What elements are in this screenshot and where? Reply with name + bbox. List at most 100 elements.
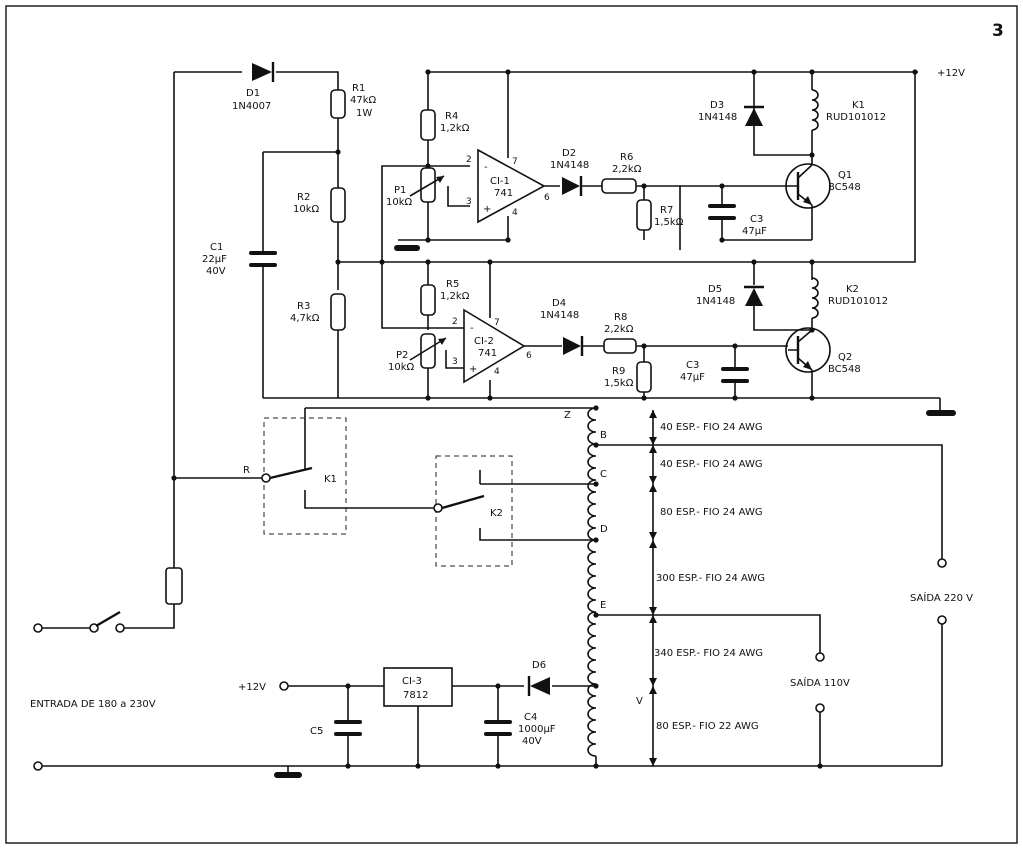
resistor-r8: R8 2,2kΩ [603, 312, 637, 354]
q1-ref: Q1 [838, 170, 852, 181]
r1-power: 1W [356, 108, 372, 119]
capacitor-c3-lower: C3 47µF [680, 360, 749, 383]
ci1-pin-4: 4 [512, 208, 518, 218]
regulator-input-label: +12V [238, 682, 266, 693]
winding-label-v-end: 80 ESP.- FIO 22 AWG [656, 721, 759, 732]
resistor-r5: R5 1,2kΩ [420, 279, 470, 316]
r1-value: 47kΩ [350, 95, 377, 106]
d5-value: 1N4148 [696, 296, 735, 307]
p1-ref: P1 [394, 185, 406, 196]
r8-value: 2,2kΩ [604, 324, 634, 335]
tap-c: C [600, 469, 607, 480]
ci2-ref: CI-2 [474, 336, 494, 347]
diode-d3: D3 1N4148 [698, 100, 764, 126]
d6-ref: D6 [532, 660, 546, 671]
q2-ref: Q2 [838, 352, 852, 363]
transformer-winding: Z B C D E V [564, 407, 643, 766]
ci2-minus: - [470, 323, 474, 334]
c1-voltage: 40V [206, 266, 226, 277]
k1-contact-label: K1 [324, 474, 337, 485]
transistor-q2: Q2 BC548 [785, 327, 861, 375]
potentiometer-p1: P1 10kΩ [386, 167, 445, 208]
capacitor-c4: C4 1000µF 40V [484, 712, 556, 747]
d4-value: 1N4148 [540, 310, 579, 321]
r9-value: 1,5kΩ [604, 378, 634, 389]
ci2-value: 741 [478, 348, 497, 359]
relay-coil-k2: K2 RUD101012 [811, 277, 888, 319]
resistor-r3: R3 4,7kΩ [290, 293, 346, 331]
ci2-pin-7: 7 [494, 318, 500, 328]
r2-value: 10kΩ [293, 204, 320, 215]
r8-ref: R8 [614, 312, 627, 323]
potentiometer-p2: P2 10kΩ [388, 333, 447, 373]
d5-ref: D5 [708, 284, 722, 295]
r3-ref: R3 [297, 301, 310, 312]
output-220-label: SAÍDA 220 V [910, 591, 973, 604]
r1-ref: R1 [352, 83, 365, 94]
output-110-label: SAÍDA 110V [790, 676, 850, 689]
c1-ref: C1 [210, 242, 223, 253]
ci1-value: 741 [494, 188, 513, 199]
r5-value: 1,2kΩ [440, 291, 470, 302]
ci2-pin-4: 4 [494, 367, 500, 377]
k2-ref: K2 [846, 284, 859, 295]
d2-value: 1N4148 [550, 160, 589, 171]
transistor-q1: Q1 BC548 [785, 163, 861, 209]
winding-dimension-arrows [649, 410, 657, 766]
d3-value: 1N4148 [698, 112, 737, 123]
capacitor-c1: C1 22µF 40V [202, 242, 277, 277]
r5-ref: R5 [446, 279, 459, 290]
ci1-plus: + [483, 204, 491, 215]
q2-value: BC548 [828, 364, 861, 375]
c4-voltage: 40V [522, 736, 542, 747]
tap-d: D [600, 524, 608, 535]
ci2-pin-2: 2 [452, 317, 458, 327]
ci1-ref: CI-1 [490, 176, 510, 187]
tap-e: E [600, 600, 606, 611]
capacitor-c5: C5 [310, 720, 362, 737]
tap-b: B [600, 430, 607, 441]
ci1-pin-3: 3 [466, 197, 472, 207]
d4-ref: D4 [552, 298, 566, 309]
ground-symbol-1 [394, 245, 420, 251]
relay-common-label: R [243, 465, 250, 476]
c3b-ref: C3 [686, 360, 699, 371]
diagram-frame [5, 5, 1018, 844]
r3-value: 4,7kΩ [290, 313, 320, 324]
k1-value: RUD101012 [826, 112, 886, 123]
ci2-pin-3: 3 [452, 357, 458, 367]
d1-value: 1N4007 [232, 101, 271, 112]
r6-value: 2,2kΩ [612, 164, 642, 175]
diode-d2: D2 1N4148 [550, 148, 589, 196]
capacitor-c3-upper: C3 47µF [708, 204, 767, 237]
k2-value: RUD101012 [828, 296, 888, 307]
diode-d5: D5 1N4148 [696, 284, 764, 307]
ground-symbol-3 [274, 772, 302, 778]
d1-ref: D1 [246, 88, 260, 99]
figure-number: 3 [992, 21, 1004, 41]
tap-v: V [636, 696, 643, 707]
c5-ref: C5 [310, 726, 323, 737]
output-220v: SAÍDA 220 V [910, 558, 973, 625]
r9-ref: R9 [612, 366, 625, 377]
junctions [171, 69, 918, 769]
c3b-value: 47µF [680, 372, 705, 383]
resistor-r7: R7 1,5kΩ [636, 199, 684, 231]
diode-d4: D4 1N4148 [540, 298, 584, 356]
d2-ref: D2 [562, 148, 576, 159]
ci1-pin-6: 6 [544, 193, 550, 203]
winding-label-bc: 40 ESP.- FIO 24 AWG [660, 459, 763, 470]
ci1-pin-7: 7 [512, 157, 518, 167]
relay-coil-k1: K1 RUD101012 [811, 89, 886, 131]
winding-label-zb: 40 ESP.- FIO 24 AWG [660, 422, 763, 433]
diode-d1: D1 1N4007 [232, 62, 275, 112]
resistor-r2: R2 10kΩ [293, 187, 346, 223]
ground-symbol-2 [926, 410, 956, 416]
diode-d6: D6 [527, 660, 550, 696]
ci3-ref: CI-3 [402, 676, 422, 687]
c3a-value: 47µF [742, 226, 767, 237]
r4-ref: R4 [445, 111, 458, 122]
supply-positive-label: +12V [937, 68, 965, 79]
r2-ref: R2 [297, 192, 310, 203]
